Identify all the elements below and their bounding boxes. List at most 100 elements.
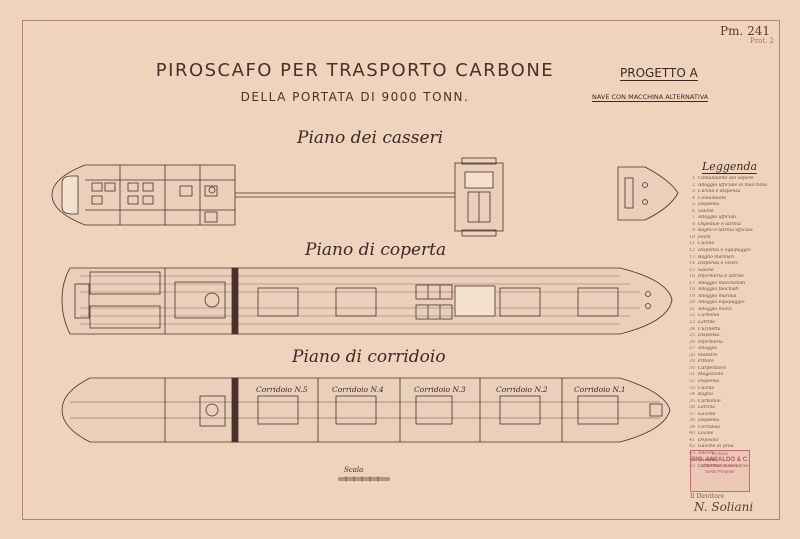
legend-item-number: 41 [689, 437, 695, 443]
corridor-label-3: Corridoio N.3 [414, 385, 466, 394]
legend-item-number: 21 [689, 306, 695, 312]
legend-item-number: 42 [689, 444, 695, 450]
legend-item-text: Bagno [698, 392, 713, 398]
plan-label-coperta: Piano di coperta [305, 240, 447, 260]
forecastle-plan [617, 166, 679, 221]
legend-item-number: 4 [692, 195, 695, 201]
legend-item-text: Latrina [698, 405, 715, 411]
legend-item-text: Ospedale e latrina [698, 221, 741, 227]
drawing-subtitle: DELLA PORTATA DI 9000 TONN. [240, 90, 470, 104]
legend-item-text: Gavone di prua [698, 444, 734, 450]
legend-item-number: 40 [689, 431, 695, 437]
legend-item-text: Comandante del vapore [698, 176, 754, 181]
legend-item-number: 31 [689, 372, 695, 378]
legend-item-text: Corridoio [698, 424, 721, 430]
legend-title: Leggenda [702, 160, 758, 174]
legend-item-text: Carpentiere [698, 365, 727, 371]
stamp-line: GIO. ANSALDO & C. [691, 457, 749, 463]
signature: N. Soliani [694, 500, 754, 514]
legend-item-number: 37 [689, 411, 695, 417]
corridor-deck-plan [61, 377, 671, 443]
legend-item-text: Locale [698, 431, 714, 437]
legend-item-text: Bagno marinari [698, 254, 735, 260]
plan-label-corridoio: Piano di corridoio [292, 347, 446, 367]
legend-item-text: Cucinetta [698, 326, 721, 332]
legend-item-text: Carbonile [698, 398, 721, 404]
legend-item-text: Cucina [698, 385, 715, 391]
director-label: Il Direttore [690, 493, 725, 500]
archive-stamp: Archivio GIO. ANSALDO & C. COSTRUZ. NAVA… [690, 450, 750, 492]
legend-item-number: 2 [692, 182, 695, 188]
legend-item-number: 23 [689, 320, 695, 326]
poop-deck-plan [51, 164, 236, 226]
legend-item-text: Dispensa e equipaggio [698, 248, 751, 254]
sheet-sub-number: Prot. 2 [750, 37, 774, 45]
scale-bar [338, 476, 390, 482]
legend-item-number: 11 [689, 241, 695, 247]
legend-item-number: 17 [689, 280, 695, 286]
legend-item-number: 16 [689, 274, 695, 280]
legend-item-number: 15 [689, 267, 695, 273]
legend-item-number: 19 [689, 293, 695, 299]
legend-item-text: Alloggio equipaggio [698, 300, 745, 306]
engine-label: NAVE CON MACCHINA ALTERNATIVA [592, 93, 709, 102]
legend-item-text: Fochi [698, 234, 711, 240]
legend-item-number: 30 [689, 365, 695, 371]
legend-item-number: 8 [692, 221, 695, 227]
drawing-title: PIROSCAFO PER TRASPORTO CARBONE [155, 60, 555, 81]
legend-item-text: Salone [698, 267, 714, 273]
legend-item-text: Alloggio ufficiale di macchina [698, 182, 767, 188]
legend-item-number: 9 [692, 228, 695, 234]
stamp-line: Archivio [711, 451, 728, 456]
legend-item-text: Bagno e latrina ufficiali [698, 228, 753, 234]
legend-item-number: 5 [692, 202, 695, 208]
legend-item-number: 3 [692, 189, 695, 195]
legend-item-text: Alloggio marinai [698, 293, 737, 299]
legend-item-text: Gavone [698, 411, 716, 417]
legend-item-text: Alloggio ufficiali [698, 215, 736, 221]
legend-item-number: 1 [692, 176, 695, 181]
stamp-line: COSTRUZ. NAVALI [700, 463, 740, 468]
legend-item-number: 33 [689, 385, 695, 391]
legend-item-text: Dispensa [698, 378, 720, 384]
legend-item-number: 32 [689, 378, 695, 384]
corridor-label-1: Corridoio N.1 [574, 385, 626, 394]
legend-item-text: Dispensa [698, 333, 720, 339]
project-label: PROGETTO A [620, 66, 698, 81]
sheet-border [22, 20, 780, 520]
legend-item-text: Alloggio [698, 346, 718, 352]
legend-item-text: Magazzino [698, 372, 724, 378]
stamp-line: Sestri Ponente [705, 469, 735, 474]
legend-item-number: 24 [689, 326, 695, 332]
legend-item-number: 44 [689, 457, 695, 463]
legend-item-number: 10 [689, 234, 695, 240]
legend-item-number: 7 [692, 215, 695, 221]
legend-item-number: 14 [689, 261, 695, 267]
legend-item-text: Alloggio macchinisti [698, 280, 746, 286]
